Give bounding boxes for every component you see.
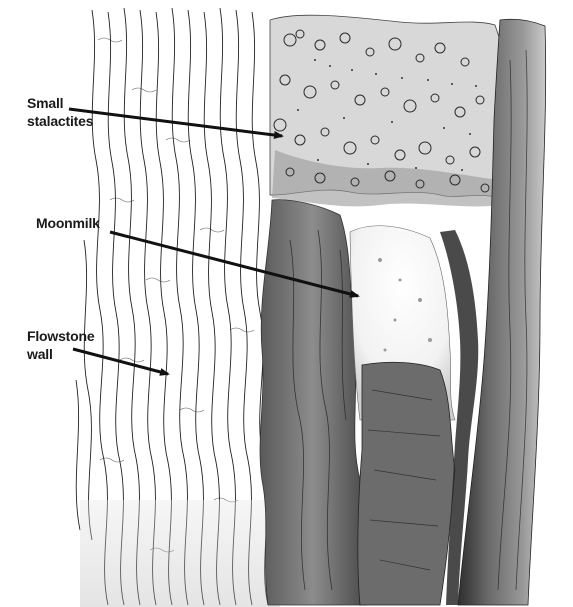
label-flowstone-wall: Flowstone wall — [27, 327, 94, 363]
label-moonmilk-line1: Moonmilk — [36, 214, 100, 232]
label-moonmilk: Moonmilk — [36, 214, 100, 232]
label-small-stalactites-line2: stalactites — [27, 112, 93, 130]
label-flowstone-wall-line2: wall — [27, 345, 94, 363]
label-small-stalactites: Small stalactites — [27, 94, 93, 130]
label-flowstone-wall-line1: Flowstone — [27, 327, 94, 345]
floor-wash — [80, 500, 280, 607]
central-boulder — [358, 362, 455, 605]
label-small-stalactites-line1: Small — [27, 94, 93, 112]
